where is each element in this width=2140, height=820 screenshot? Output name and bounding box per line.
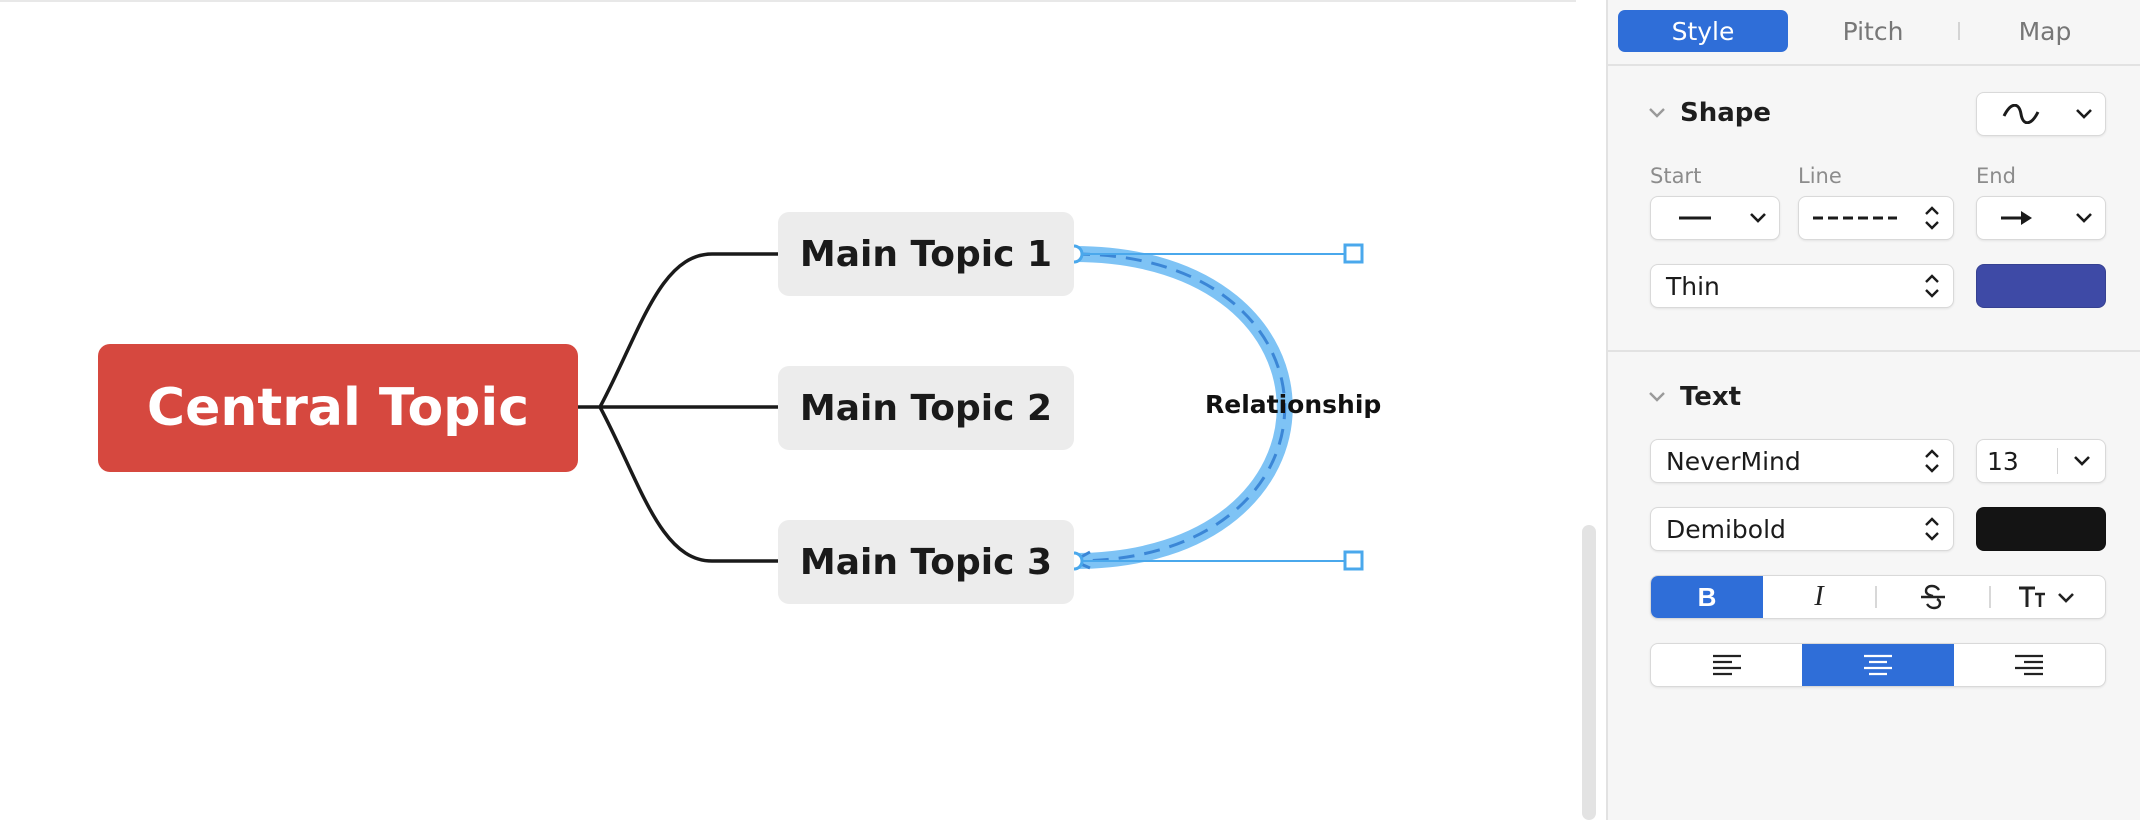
control-point-top[interactable] <box>1343 243 1364 264</box>
chevron-down-icon <box>2075 212 2093 224</box>
control-point-bottom[interactable] <box>1343 550 1364 571</box>
format-panel: Style Pitch Map Shape Start Line End <box>1606 0 2140 820</box>
relationship-label[interactable]: Relationship <box>1205 390 1382 419</box>
line-thickness-select[interactable]: Thin <box>1650 264 1954 308</box>
section-divider <box>1608 64 2140 66</box>
shape-section-title: Shape <box>1680 98 1772 128</box>
line-label: Line <box>1798 164 1842 188</box>
line-style-dropdown[interactable] <box>1798 196 1954 240</box>
font-weight-select[interactable]: Demibold <box>1650 507 1954 551</box>
connector-main-topic-1 <box>578 252 778 409</box>
line-color-swatch[interactable] <box>1976 264 2106 308</box>
connector-layer <box>578 243 1364 571</box>
bold-label: B <box>1697 581 1717 612</box>
align-center-icon <box>1863 654 1892 676</box>
main-topic-1[interactable]: Main Topic 1 <box>778 212 1074 296</box>
italic-label: I <box>1814 581 1824 612</box>
font-size-input[interactable]: 13 <box>1987 446 2019 476</box>
wave-line-icon <box>2001 104 2075 124</box>
font-family-select[interactable]: NeverMind <box>1650 439 1954 483</box>
segment-separator <box>1989 586 1991 608</box>
tab-pitch[interactable]: Pitch <box>1842 16 1904 46</box>
text-color-swatch[interactable] <box>1976 507 2106 551</box>
section-divider <box>1608 350 2140 352</box>
font-size-combo[interactable]: 13 <box>1976 439 2106 483</box>
shape-style-dropdown[interactable] <box>1976 92 2106 136</box>
text-style-toolbar: B I <box>1650 575 2106 619</box>
segment-separator <box>1875 586 1877 608</box>
chevron-down-icon <box>1649 108 1665 118</box>
start-style-dropdown[interactable] <box>1650 196 1780 240</box>
text-align-toolbar <box>1650 643 2106 687</box>
panel-tabs: Style Pitch Map <box>1618 10 2130 52</box>
text-section-header[interactable]: Text <box>1648 382 1741 412</box>
align-left-icon <box>1712 654 1741 676</box>
tab-map[interactable]: Map <box>2018 16 2072 46</box>
arrow-right-icon <box>2001 209 2075 227</box>
align-left-button[interactable] <box>1651 644 1802 686</box>
text-section-title: Text <box>1680 382 1742 412</box>
chevron-down-icon <box>1649 392 1665 402</box>
font-weight-value: Demibold <box>1666 514 1786 544</box>
tab-separator <box>1958 22 1960 40</box>
combo-separator <box>2057 448 2058 474</box>
tab-style[interactable]: Style <box>1618 10 1788 52</box>
solid-line-icon <box>1679 215 1749 221</box>
strikethrough-button[interactable] <box>1877 576 1989 618</box>
stepper-icon <box>1923 515 1941 543</box>
chevron-down-icon <box>2075 108 2093 120</box>
central-topic[interactable]: Central Topic <box>98 344 578 472</box>
dashed-line-icon <box>1813 215 1923 221</box>
stepper-icon <box>1923 272 1941 300</box>
stepper-icon <box>1923 204 1941 232</box>
chevron-down-icon[interactable] <box>2058 455 2105 467</box>
align-right-button[interactable] <box>1954 644 2105 686</box>
align-center-button[interactable] <box>1802 644 1954 686</box>
start-label: Start <box>1650 164 1702 188</box>
font-family-value: NeverMind <box>1666 446 1801 476</box>
canvas-scrollbar[interactable] <box>1582 525 1596 820</box>
relationship-line[interactable] <box>1073 252 1287 563</box>
shape-section-header[interactable]: Shape <box>1648 98 1771 128</box>
strikethrough-icon <box>1921 584 1945 610</box>
text-case-button[interactable] <box>1991 576 2103 618</box>
line-thickness-value: Thin <box>1666 271 1720 301</box>
bold-button[interactable]: B <box>1651 576 1763 618</box>
chevron-down-icon <box>1749 212 1767 224</box>
italic-button[interactable]: I <box>1763 576 1875 618</box>
main-topic-3[interactable]: Main Topic 3 <box>778 520 1074 604</box>
end-style-dropdown[interactable] <box>1976 196 2106 240</box>
text-case-icon <box>2019 586 2074 607</box>
stepper-icon <box>1923 447 1941 475</box>
main-topic-2[interactable]: Main Topic 2 <box>778 366 1074 450</box>
connector-main-topic-3 <box>598 406 778 563</box>
align-right-icon <box>2015 654 2044 676</box>
end-label: End <box>1976 164 2016 188</box>
mind-map-canvas[interactable]: Central Topic Main Topic 1 Main Topic 2 … <box>0 0 1576 820</box>
